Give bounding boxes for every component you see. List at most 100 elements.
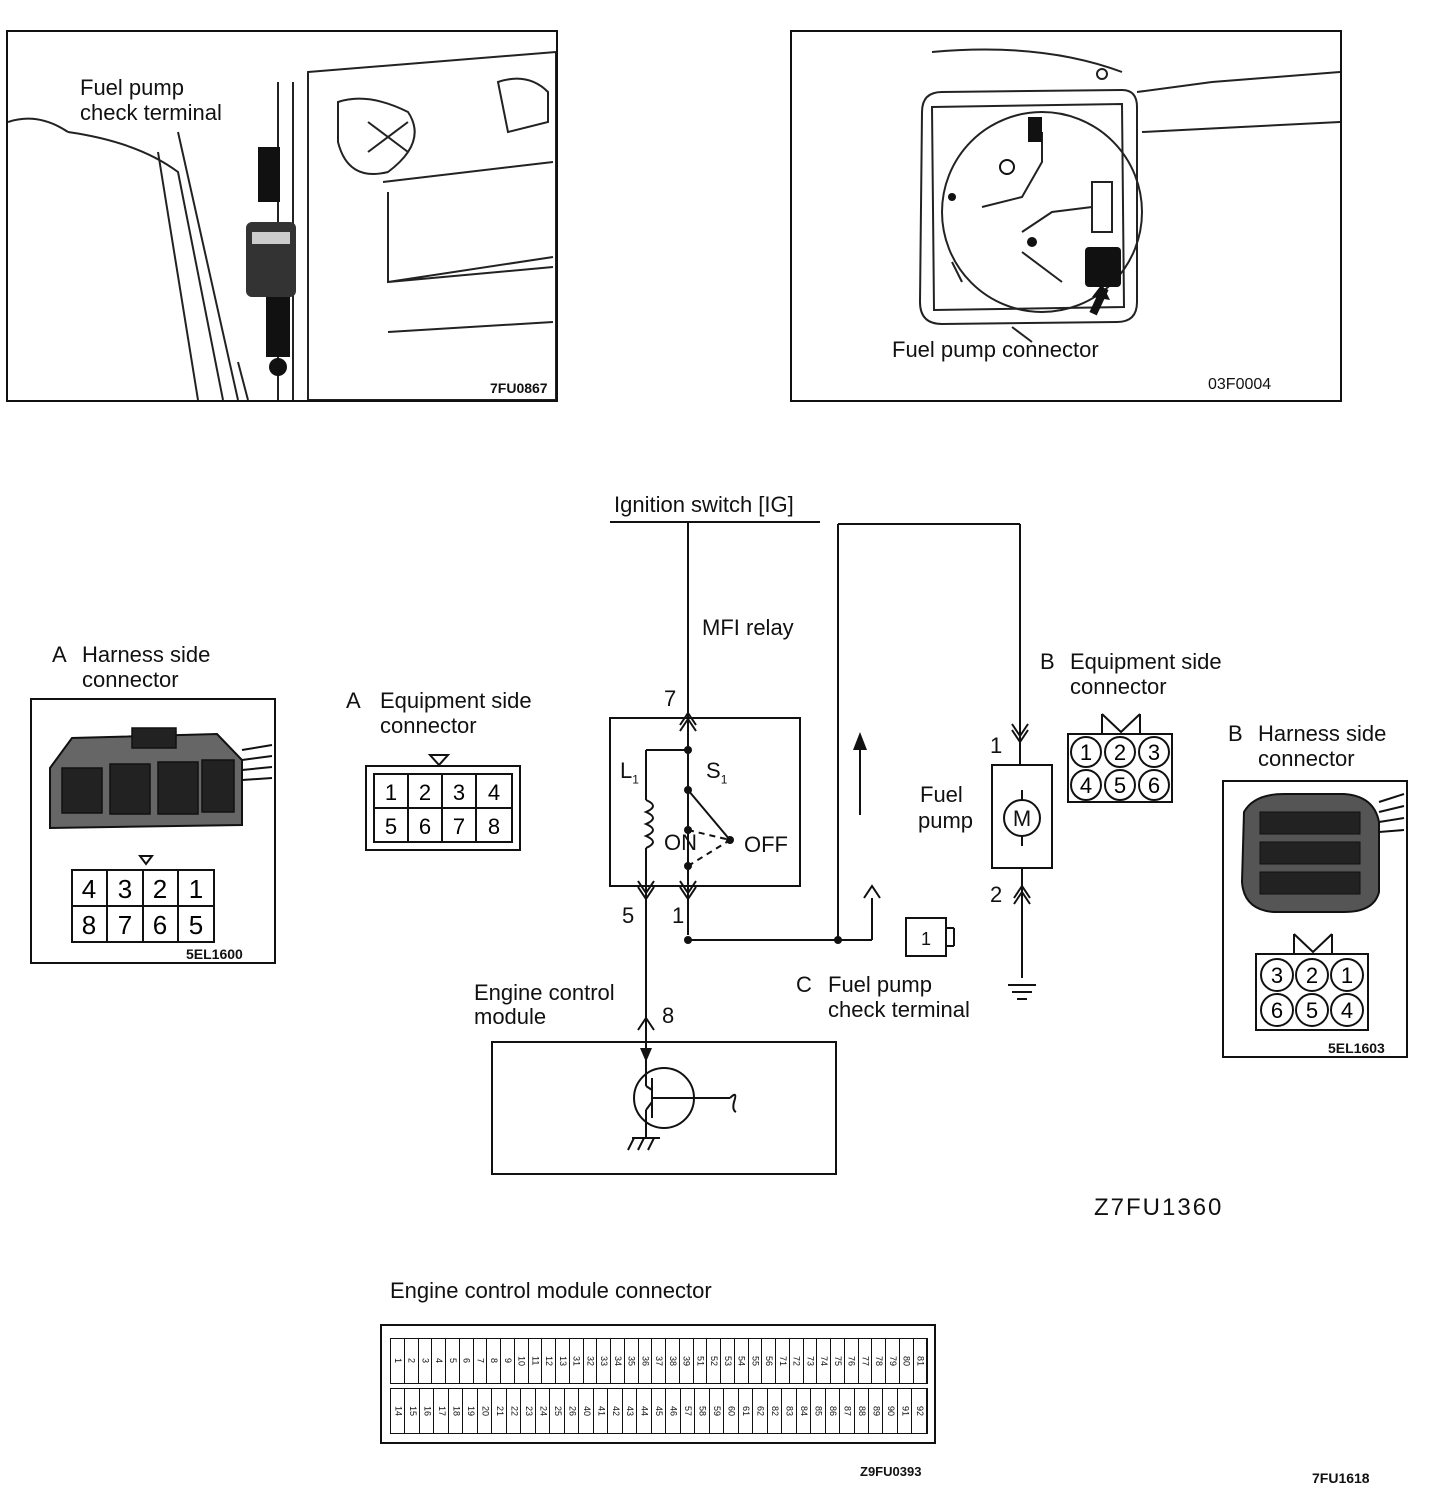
fuel-pump-label-line2: pump	[918, 808, 974, 833]
connector-b-harness-panel: 3 2 1 6 5 4 5EL1603	[1222, 780, 1408, 1058]
ecm-pin-cell: 3	[419, 1339, 433, 1383]
ecm-pin-cell: 54	[735, 1339, 749, 1383]
ecm-pin-cell: 80	[900, 1339, 914, 1383]
ecm-pin-cell: 33	[597, 1339, 611, 1383]
check-terminal-illustration	[8, 50, 556, 400]
ecm-pin-cell: 7	[474, 1339, 488, 1383]
connector-b-equipment-title: Equipment side	[1070, 649, 1222, 674]
photo-code-03f0004: 03F0004	[1208, 376, 1272, 393]
a-harness-pin: 2	[153, 874, 167, 904]
relay-pin-5: 5	[622, 903, 635, 928]
ecm-pin-cell: 16	[420, 1389, 435, 1433]
ecm-pin-cell: 52	[707, 1339, 721, 1383]
ecm-pin-cell: 2	[405, 1339, 419, 1383]
ecm-pin-cell: 78	[872, 1339, 886, 1383]
mfi-relay-label: MFI relay	[702, 615, 794, 640]
pump-pin-1: 1	[990, 733, 1003, 758]
check-terminal-photo-label: Fuel pump	[80, 75, 184, 100]
connector-b-harness-letter: B	[1228, 721, 1243, 746]
coil-l1-label: L1	[620, 758, 639, 787]
ecm-pin-cell: 44	[637, 1389, 652, 1433]
ecm-pin-cell: 11	[529, 1339, 543, 1383]
a-equipment-pin: 3	[453, 780, 465, 805]
b-harness-pin: 2	[1306, 963, 1318, 988]
ecm-pin-cell: 53	[721, 1339, 735, 1383]
ecm-pin-8: 8	[662, 1003, 675, 1028]
ecm-pin-cell: 43	[623, 1389, 638, 1433]
a-harness-pin: 3	[118, 874, 132, 904]
ecm-pin-cell: 88	[855, 1389, 869, 1433]
relay-pin-1: 1	[672, 903, 685, 928]
ecm-pin-cell: 31	[570, 1339, 584, 1383]
ecm-pin-cell: 62	[753, 1389, 768, 1433]
ecm-pin-cell: 23	[521, 1389, 536, 1433]
ecm-pin-cell: 84	[797, 1389, 812, 1433]
b-equipment-pin: 5	[1114, 773, 1126, 798]
ecm-pin-cell: 40	[579, 1389, 594, 1433]
connector-b-harness-title-line2: connector	[1258, 746, 1355, 771]
a-equipment-pin: 1	[385, 780, 397, 805]
ecm-pin-cell: 46	[666, 1389, 681, 1433]
switch-on-label: ON	[664, 830, 697, 855]
a-equipment-pin: 6	[419, 814, 431, 839]
ecm-pin-cell: 35	[625, 1339, 639, 1383]
connector-b-equipment-letter: B	[1040, 649, 1055, 674]
connector-b-harness-pinout: 3 2 1 6 5 4	[1255, 933, 1369, 1031]
switch-s1-label: S1	[706, 758, 728, 787]
b-equipment-pin: 4	[1080, 773, 1092, 798]
ecm-pin-cell: 82	[768, 1389, 783, 1433]
b-harness-pin: 6	[1271, 998, 1283, 1023]
check-terminal-pin-label: 1	[921, 929, 931, 949]
b-equipment-pin: 1	[1080, 740, 1092, 765]
ecm-pin-cell: 89	[869, 1389, 884, 1433]
ecm-pin-cell: 12	[542, 1339, 556, 1383]
b-equipment-pin: 3	[1148, 740, 1160, 765]
photo-code-7fu0867: 7FU0867	[490, 380, 548, 396]
ecm-pin-cell: 75	[831, 1339, 845, 1383]
ecm-pin-cell: 26	[565, 1389, 580, 1433]
a-harness-pin: 6	[153, 910, 167, 940]
photo-fuel-pump-connector: Fuel pump connector 03F0004	[790, 30, 1342, 402]
connector-a-harness-letter: A	[52, 642, 67, 667]
pump-pin-2: 2	[990, 882, 1003, 907]
ecm-pin-cell: 8	[487, 1339, 501, 1383]
connector-a-harness-title: Harness side	[82, 642, 211, 667]
fuel-pump-label: Fuel	[920, 782, 963, 807]
b-harness-pin: 5	[1306, 998, 1318, 1023]
ecm-connector-title: Engine control module connector	[390, 1278, 712, 1303]
ecm-pin-cell: 32	[584, 1339, 598, 1383]
connector-a-harness-code: 5EL1600	[186, 946, 243, 962]
ecm-pin-cell: 41	[594, 1389, 609, 1433]
fuel-pump-connector-illustration	[918, 48, 1340, 343]
ecm-pin-cell: 21	[492, 1389, 507, 1433]
ecm-pin-cell: 73	[804, 1339, 818, 1383]
ecm-pin-cell: 38	[666, 1339, 680, 1383]
connector-a-equipment-pinout: 1 2 3 4 5 6 7 8	[365, 765, 521, 851]
connector-b-harness-title: Harness side	[1258, 721, 1387, 746]
connector-a-harness-title-line2: connector	[82, 667, 179, 692]
b-harness-pin: 4	[1341, 998, 1353, 1023]
ecm-pin-cell: 18	[449, 1389, 464, 1433]
motor-symbol: M	[1013, 806, 1031, 831]
ecm-pin-cell: 72	[790, 1339, 804, 1383]
ecm-pin-cell: 45	[652, 1389, 667, 1433]
b-equipment-pin: 2	[1114, 740, 1126, 765]
check-terminal-label: Fuel pump	[828, 972, 932, 997]
ecm-pin-cell: 57	[681, 1389, 696, 1433]
ecm-pin-cell: 19	[463, 1389, 478, 1433]
ecm-label-line2: module	[474, 1004, 547, 1029]
ecm-pin-cell: 59	[710, 1389, 725, 1433]
ecm-pin-cell: 91	[898, 1389, 913, 1433]
ecm-pin-cell: 36	[639, 1339, 653, 1383]
connector-a-harness-panel: 4 3 2 1 8 7 6 5 5EL1600	[30, 698, 276, 964]
a-harness-pin: 7	[118, 910, 132, 940]
ecm-pin-cell: 15	[405, 1389, 420, 1433]
page-code: 7FU1618	[1312, 1470, 1370, 1486]
ecm-pin-cell: 39	[680, 1339, 694, 1383]
ecm-pin-cell: 42	[608, 1389, 623, 1433]
connector-b-equipment-title-line2: connector	[1070, 674, 1167, 699]
ecm-pin-cell: 77	[859, 1339, 873, 1383]
